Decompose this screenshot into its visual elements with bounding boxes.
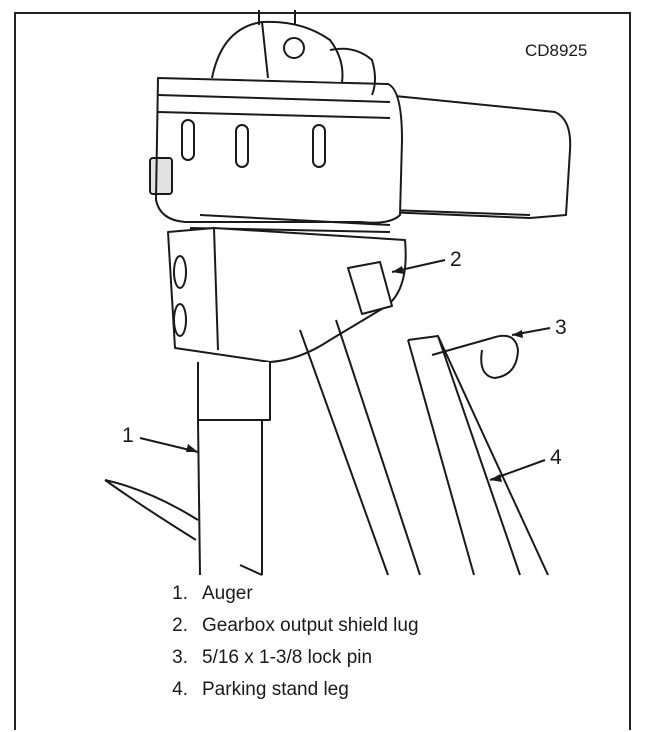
legend-item: 4. Parking stand leg — [148, 679, 419, 711]
legend-item: 2. Gearbox output shield lug — [148, 615, 419, 647]
stand-support — [299, 319, 421, 576]
figure-frame — [14, 12, 631, 730]
callout-2: 2 — [450, 248, 462, 271]
parts-legend: 1. Auger 2. Gearbox output shield lug 3.… — [148, 583, 419, 711]
shield-lug — [347, 261, 393, 315]
callout-4: 4 — [550, 446, 562, 469]
gearbox-top-cover — [211, 20, 344, 83]
parking-stand-leg — [407, 335, 549, 576]
legend-number: 2. — [172, 615, 188, 636]
legend-number: 1. — [172, 583, 188, 604]
lock-pin — [431, 337, 493, 356]
callout-3: 3 — [555, 316, 567, 339]
legend-number: 4. — [172, 679, 188, 700]
legend-item: 3. 5/16 x 1-3/8 lock pin — [148, 647, 419, 679]
legend-label: 5/16 x 1-3/8 lock pin — [202, 647, 373, 668]
auger-tube — [197, 419, 263, 576]
legend-item: 1. Auger — [148, 583, 419, 615]
legend-number: 3. — [172, 647, 188, 668]
gearbox-housing — [155, 77, 403, 224]
gearbox-shield-body — [384, 94, 572, 219]
parts-illustration — [104, 10, 572, 576]
legend-label: Auger — [202, 583, 253, 604]
legend-label: Parking stand leg — [202, 679, 349, 700]
legend-label: Gearbox output shield lug — [202, 615, 419, 636]
figure-code: CD8925 — [525, 41, 588, 60]
callout-1: 1 — [122, 424, 134, 447]
